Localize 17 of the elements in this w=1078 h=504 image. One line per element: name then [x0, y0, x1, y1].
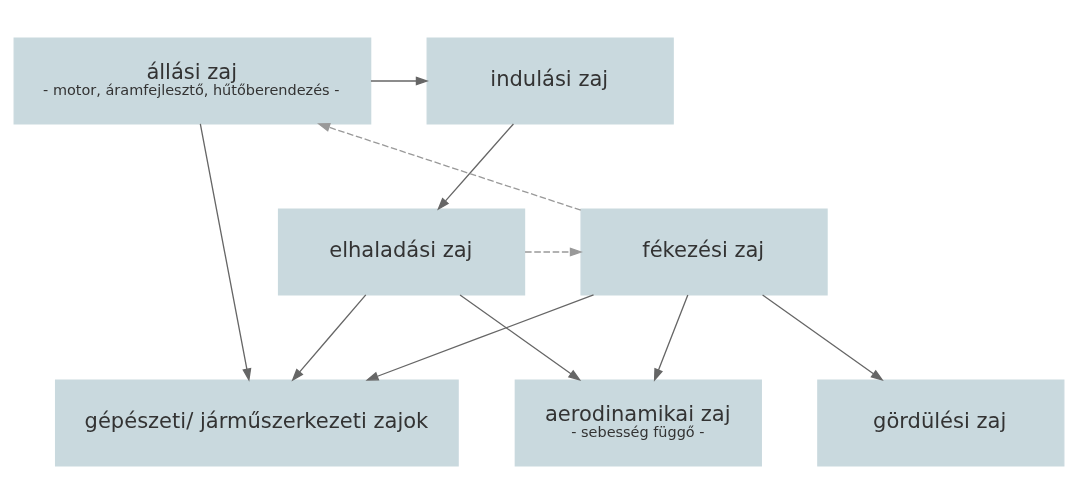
node-box: gördülési zaj	[817, 379, 1065, 467]
node-box: aerodinamikai zaj - sebesség függő -	[514, 379, 762, 467]
node-box: állási zaj - motor, áramfejlesztő, hűtőberendezés -	[13, 37, 372, 125]
arrow	[437, 123, 515, 211]
arrow	[199, 123, 252, 382]
arrow	[365, 294, 595, 381]
arrow	[761, 294, 884, 382]
arrow	[317, 123, 582, 211]
node-box: elhaladási zaj	[277, 208, 526, 296]
node-box: gépészeti/ járműszerkezeti zajok	[54, 379, 459, 467]
arrow	[653, 294, 689, 382]
node-box: indulási zaj	[426, 37, 674, 125]
arrow	[524, 247, 583, 257]
arrow	[291, 294, 367, 382]
arrow	[370, 76, 429, 86]
arrow	[459, 294, 582, 382]
node-box: fékezési zaj	[580, 208, 828, 296]
